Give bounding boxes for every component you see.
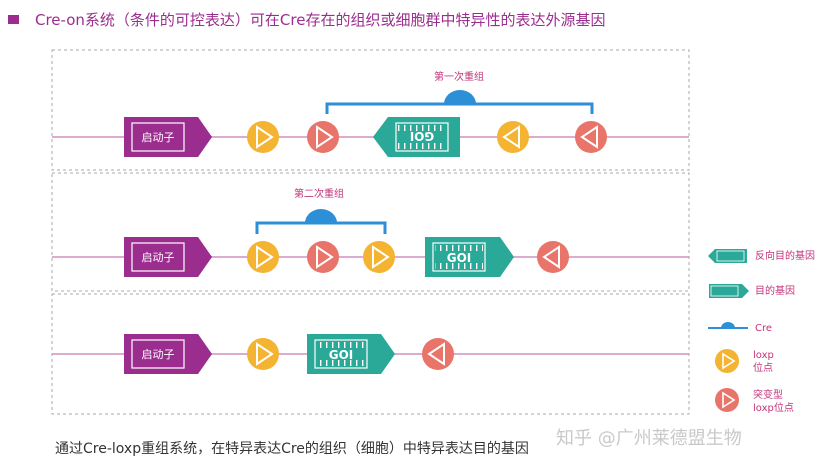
legend-loxp-icon bbox=[715, 349, 739, 373]
mutant-loxp-site-1 bbox=[307, 121, 339, 153]
caption: 通过Cre-loxp重组系统，在特异表达Cre的组织（细胞）中特异表达目的基因 bbox=[55, 441, 529, 457]
gene-label-1: GOI bbox=[410, 129, 435, 143]
promoter-2: 启动子 bbox=[124, 237, 212, 277]
legend-target-gene-label: 目的基因 bbox=[755, 286, 795, 297]
loxp-site-2b bbox=[363, 241, 395, 273]
mutant-loxp-site-2 bbox=[307, 241, 339, 273]
title-bullet-icon bbox=[8, 14, 19, 24]
loxp-site-1 bbox=[247, 121, 279, 153]
legend-loxp-line-1: loxp bbox=[753, 350, 774, 361]
mutant-loxp-site-reverse-3 bbox=[422, 338, 454, 370]
legend-target-gene-icon bbox=[709, 284, 749, 298]
legend-mutant-loxp-line-2: loxp位点 bbox=[753, 403, 794, 414]
loxp-site-2a bbox=[247, 241, 279, 273]
legend-cre-icon bbox=[708, 322, 748, 329]
loxp-site-reverse-1 bbox=[497, 121, 529, 153]
promoter-label-3: 启动子 bbox=[142, 348, 175, 361]
recombination-label-2: 第二次重组 bbox=[294, 187, 344, 200]
gene-label-3: GOI bbox=[329, 348, 354, 362]
watermark: 知乎 @广州莱德盟生物 bbox=[556, 428, 742, 449]
legend-cre-label: Cre bbox=[755, 323, 773, 334]
promoter-label-1: 启动子 bbox=[142, 131, 175, 144]
goi-3: GOI bbox=[307, 334, 395, 374]
cre-bracket-2 bbox=[255, 209, 387, 234]
mutant-loxp-site-reverse-2 bbox=[537, 241, 569, 273]
goi-2: GOI bbox=[425, 237, 514, 277]
legend-loxp-line-2: 位点 bbox=[753, 363, 773, 374]
promoter-label-2: 启动子 bbox=[142, 251, 175, 264]
legend-mutant-loxp-line-1: 突变型 bbox=[753, 390, 783, 401]
legend-mutant-loxp-icon bbox=[715, 388, 739, 412]
mutant-loxp-site-reverse-1 bbox=[575, 121, 607, 153]
title-bar: Cre-on系统（条件的可控表达）可在Cre存在的组织或细胞群中特异性的表达外源… bbox=[8, 8, 605, 30]
legend-reverse-gene-label: 反向目的基因 bbox=[755, 251, 815, 262]
row-1-frame bbox=[51, 49, 690, 171]
page-title: Cre-on系统（条件的可控表达）可在Cre存在的组织或细胞群中特异性的表达外源… bbox=[35, 10, 606, 29]
row-2-frame bbox=[51, 172, 690, 292]
legend-mutant-loxp-label: 突变型 loxp位点 bbox=[753, 389, 794, 415]
loxp-site-3 bbox=[247, 338, 279, 370]
recombination-label-1: 第一次重组 bbox=[434, 70, 484, 83]
promoter-3: 启动子 bbox=[124, 334, 212, 374]
reverse-goi-1: GOI bbox=[373, 117, 460, 157]
legend-loxp-label: loxp 位点 bbox=[753, 349, 774, 375]
gene-label-2: GOI bbox=[447, 251, 472, 265]
promoter-1: 启动子 bbox=[124, 117, 212, 157]
legend-reverse-gene-icon bbox=[708, 249, 747, 263]
cre-bracket-1 bbox=[325, 90, 594, 114]
